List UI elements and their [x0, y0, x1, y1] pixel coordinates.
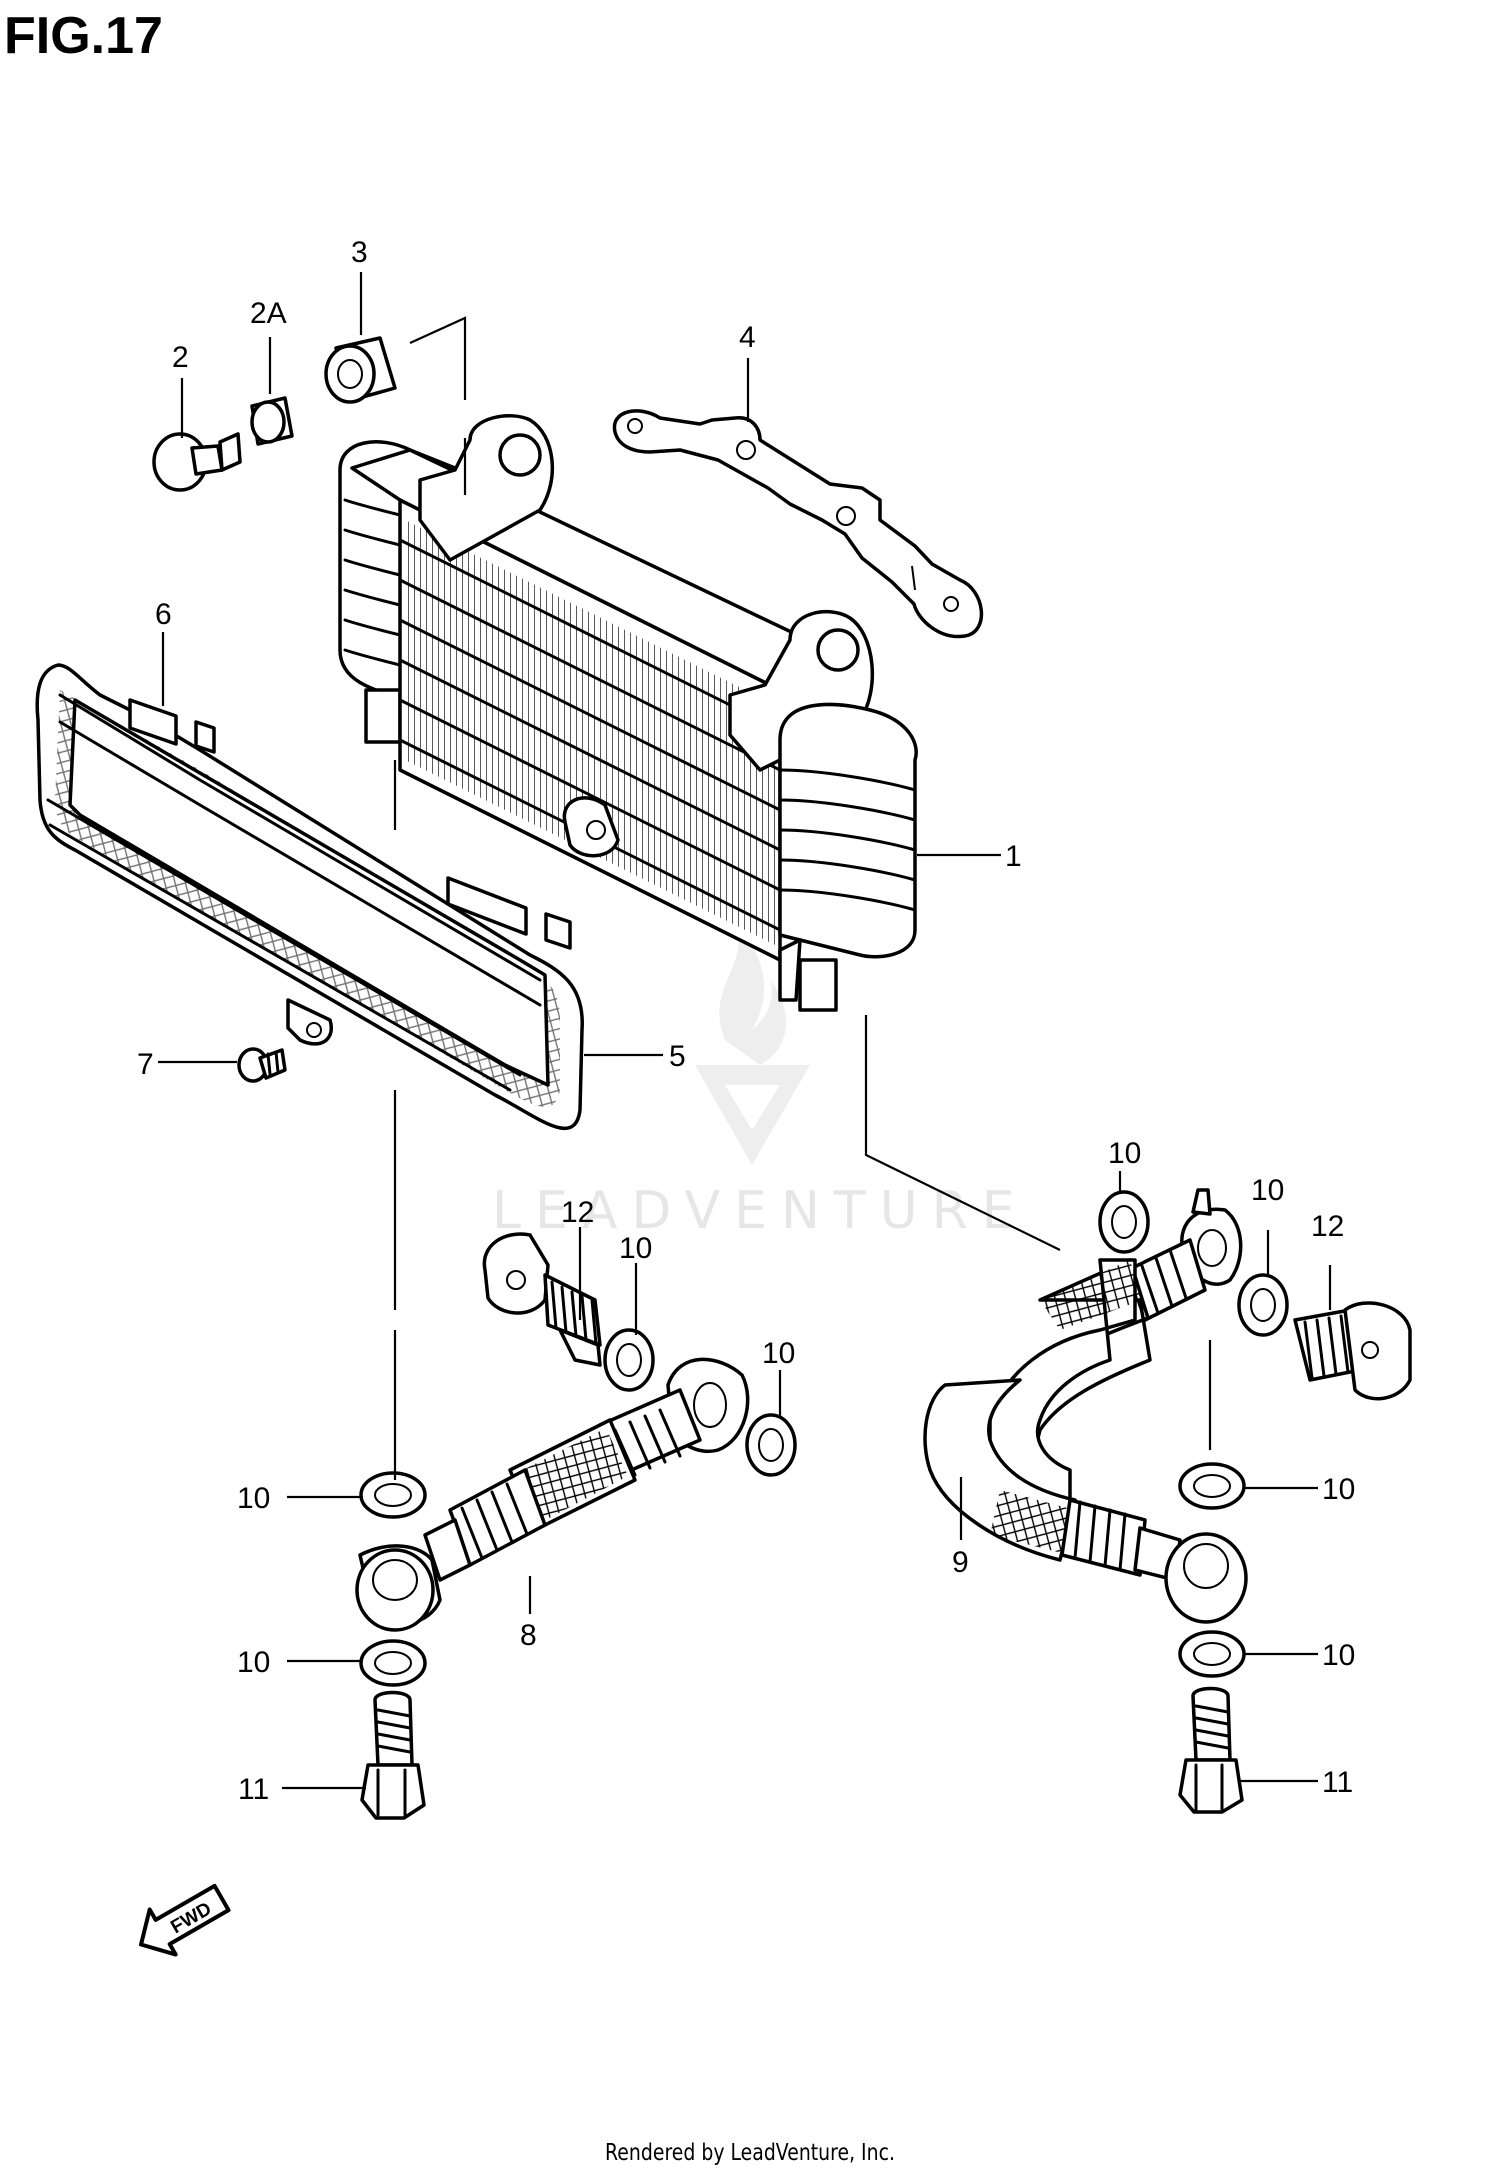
washer-h: [1178, 1630, 1246, 1678]
callout-10-d: 10: [237, 1646, 270, 1679]
assembly-lines: [393, 316, 1212, 1480]
callout-labels: 2 2A 3 4 1 5 6 7 8 9 12 10 10 10 10 12 1…: [137, 236, 1355, 1806]
callout-2: 2: [172, 341, 189, 374]
fwd-arrow: FWD: [139, 1883, 231, 1957]
callout-12-right: 12: [1311, 1210, 1344, 1243]
figure-title: FIG.17: [4, 7, 163, 65]
callout-8: 8: [520, 1619, 537, 1652]
part-3-grommet: [324, 336, 397, 404]
washer-c: [359, 1471, 427, 1519]
washer-e: [1098, 1190, 1150, 1254]
callout-7: 7: [137, 1048, 154, 1081]
callout-11-left: 11: [238, 1773, 269, 1806]
part-5-cooler-guard: [35, 663, 584, 1131]
washer-g: [1178, 1462, 1246, 1510]
washer-d: [359, 1639, 427, 1687]
part-11-bolt-left: [360, 1690, 426, 1820]
rendered-by-credit: Rendered by LeadVenture, Inc.: [605, 2140, 895, 2166]
callout-10-b: 10: [762, 1337, 795, 1370]
callout-10-c: 10: [237, 1482, 270, 1515]
part-11-bolt-right: [1178, 1686, 1244, 1814]
washer-a: [603, 1328, 655, 1392]
part-2a-collar: [250, 396, 294, 446]
callout-6: 6: [155, 598, 172, 631]
callout-10-f: 10: [1251, 1174, 1284, 1207]
callout-10-g: 10: [1322, 1473, 1355, 1506]
callout-leaders: [158, 272, 1332, 1790]
callout-10-e: 10: [1108, 1137, 1141, 1170]
part-6-clip: [128, 698, 178, 746]
callout-4: 4: [739, 321, 756, 354]
part-7-screw: [237, 1047, 287, 1083]
washer-b: [745, 1413, 797, 1477]
part-9-oil-hose: [923, 1188, 1248, 1624]
part-4-bracket: [612, 409, 983, 639]
callout-10-a: 10: [619, 1232, 652, 1265]
part-10-washers: [359, 1190, 1289, 1687]
callout-9: 9: [952, 1546, 969, 1579]
part-12-banjo-bolt-right: [1293, 1301, 1412, 1401]
part-2-bolt: [152, 432, 242, 492]
washer-f: [1237, 1273, 1289, 1337]
part-1-oil-cooler: [338, 414, 918, 1012]
part-8-oil-hose: [355, 1357, 750, 1632]
callout-5: 5: [669, 1040, 686, 1073]
callout-10-h: 10: [1322, 1639, 1355, 1672]
callout-2a: 2A: [250, 297, 287, 330]
part-12-banjo-bolt-left: [482, 1232, 602, 1367]
callout-3: 3: [351, 236, 368, 269]
callout-11-right: 11: [1322, 1766, 1353, 1799]
callout-1: 1: [1005, 840, 1022, 873]
callout-12-left: 12: [561, 1196, 594, 1229]
